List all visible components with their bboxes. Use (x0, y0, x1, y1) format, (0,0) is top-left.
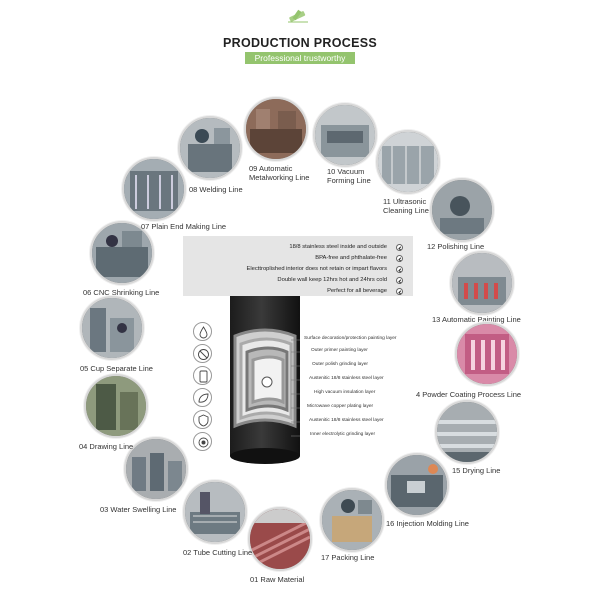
step-label-10: 10 Vacuum Forming Line (327, 167, 371, 185)
feature-text-2: BPA-free and phthalate-free (315, 255, 387, 261)
step-photo-08 (178, 116, 242, 180)
step-photo-16 (385, 453, 449, 517)
step-photo-10 (313, 103, 377, 167)
check-bullet-icon (396, 244, 403, 251)
step-label-02: 02 Tube Cutting Line (183, 548, 253, 557)
step-label-09: 09 Automatic Metalworking Line (249, 164, 310, 182)
step-label-04: 04 Drawing Line (79, 442, 134, 451)
layer-label-7: Austenitic 18/8 stainless steel layer (309, 418, 384, 423)
pencil-ruler-icon (288, 9, 308, 23)
step-photo-09 (244, 97, 308, 161)
step-photo-02 (183, 480, 247, 544)
step-photo-03 (124, 437, 188, 501)
layer-label-1: Surface decoration/protection painting l… (304, 336, 397, 341)
check-bullet-icon (396, 266, 403, 273)
step-label-15: 15 Drying Line (452, 466, 501, 475)
page-title: PRODUCTION PROCESS (222, 36, 378, 50)
no-plastic-icon (193, 344, 212, 363)
step-photo-15 (435, 400, 499, 464)
step-photo-12 (430, 178, 494, 242)
step-label-11: 11 Ultrasonic Cleaning Line (383, 197, 429, 215)
feature-text-1: 18/8 stainless steel inside and outside (289, 244, 387, 250)
layer-label-5: High vacuum insulation layer (314, 390, 376, 395)
step-label-16: 16 Injection Molding Line (386, 519, 469, 528)
step-label-06: 06 CNC Shrinking Line (83, 288, 160, 297)
step-photo-13 (450, 251, 514, 315)
feature-text-3: Electtroplished interior does not retain… (246, 266, 387, 272)
step-photo-17 (320, 488, 384, 552)
layer-label-3: Outer polish grinding layer (312, 362, 368, 367)
step-photo-06 (90, 221, 154, 285)
step-label-14: 4 Powder Coating Process Line (416, 390, 522, 399)
page-subtitle: Professional trustworthy (245, 52, 355, 64)
feature-text-4: Double wall keep 12hrs hot and 24hrs col… (277, 277, 387, 283)
feature-panel: 18/8 stainless steel inside and outside … (183, 236, 413, 296)
layer-label-2: Outer primer painting layer (311, 348, 368, 353)
check-bullet-icon (396, 277, 403, 284)
check-bullet-icon (396, 255, 403, 262)
step-label-07: 07 Plain End Making Line (141, 222, 227, 231)
step-photo-04 (84, 374, 148, 438)
badge-icon (193, 432, 212, 451)
step-label-12: 12 Polishing Line (427, 242, 485, 251)
step-label-03: 03 Water Swelling Line (100, 505, 177, 514)
step-photo-14 (455, 322, 519, 386)
step-photo-07 (122, 157, 186, 221)
step-label-05: 05 Cup Separate Line (80, 364, 153, 373)
water-drop-icon (193, 322, 212, 341)
step-label-17: 17 Packing Line (321, 553, 375, 562)
step-label-01: 01 Raw Material (250, 575, 305, 584)
layer-label-8: Inner electrolytic grinding layer (310, 432, 376, 437)
leaf-icon (193, 388, 212, 407)
step-label-13: 13 Automatic Painting Line (432, 315, 521, 324)
shield-icon (193, 410, 212, 429)
check-bullet-icon (396, 288, 403, 295)
step-photo-11 (376, 130, 440, 194)
step-label-08: 08 Welding Line (189, 185, 243, 194)
feature-text-5: Perfect for all beverage (327, 288, 387, 294)
step-photo-01 (248, 507, 312, 571)
tumbler-cutaway-illustration (230, 296, 300, 464)
layer-label-4: Austenitic 18/8 stainless steel layer (309, 376, 384, 381)
layer-label-6: Microwave copper plating layer (307, 404, 374, 409)
step-photo-05 (80, 296, 144, 360)
cup-icon (193, 366, 212, 385)
